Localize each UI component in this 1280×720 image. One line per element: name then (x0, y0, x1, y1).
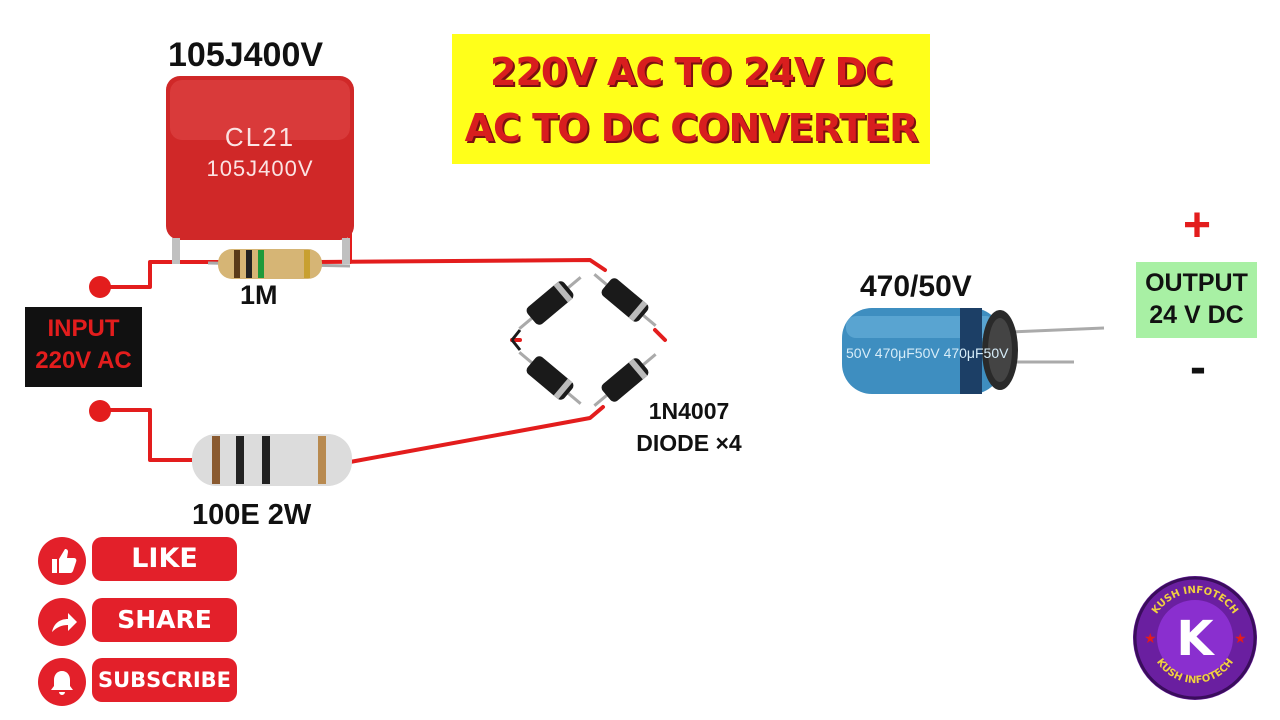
resistor-1m-label: 1M (240, 280, 278, 310)
output-line-2: 24 V DC (1149, 301, 1244, 329)
output-line-1: OUTPUT (1145, 269, 1248, 297)
output-minus: - (1190, 341, 1206, 394)
like-icon[interactable] (38, 537, 86, 585)
title-line-2: AC TO DC CONVERTER (464, 106, 919, 150)
input-line-1: INPUT (47, 315, 120, 342)
film-capacitor-print-1: CL21 (224, 122, 296, 152)
title-line-1: 220V AC TO 24V DC (490, 50, 893, 94)
resistor-100e-2w (192, 434, 352, 486)
diode-label: 1N4007 DIODE ×4 (626, 395, 752, 459)
input-terminal-top (89, 276, 111, 298)
output-label: OUTPUT 24 V DC (1136, 262, 1257, 338)
subscribe-button[interactable]: SUBSCRIBE (92, 658, 237, 702)
title-banner: 220V AC TO 24V DC AC TO DC CONVERTER (452, 34, 930, 164)
input-label: INPUT 220V AC (25, 307, 142, 387)
bell-icon[interactable] (38, 658, 86, 706)
film-capacitor-label: 105J400V (168, 36, 324, 74)
output-plus: + (1183, 199, 1212, 252)
share-button[interactable]: SHARE (92, 598, 237, 642)
input-line-2: 220V AC (35, 347, 132, 374)
logo-star-left-icon: ★ (1144, 630, 1157, 646)
share-icon[interactable] (38, 598, 86, 646)
wires (100, 230, 667, 464)
resistor-100e-label: 100E 2W (192, 499, 312, 531)
channel-logo: KUSH INFOTECH KUSH INFOTECH K ★ ★ (1133, 576, 1257, 700)
film-capacitor (166, 76, 354, 264)
electrolytic-capacitor (842, 308, 1105, 394)
film-capacitor-print-2: 105J400V (206, 156, 314, 181)
resistor-1m (207, 249, 351, 279)
logo-star-right-icon: ★ (1234, 630, 1247, 646)
input-terminal-bottom (89, 400, 111, 422)
diode-label-line-2: DIODE ×4 (636, 430, 742, 456)
logo-letter: K (1176, 611, 1215, 667)
diode-label-line-1: 1N4007 (648, 398, 730, 424)
like-button[interactable]: LIKE (92, 537, 237, 581)
diode-bridge (510, 273, 657, 407)
electrolytic-print: 50V 470μF50V 470μF50V (846, 345, 1009, 361)
electrolytic-label: 470/50V (860, 270, 972, 303)
